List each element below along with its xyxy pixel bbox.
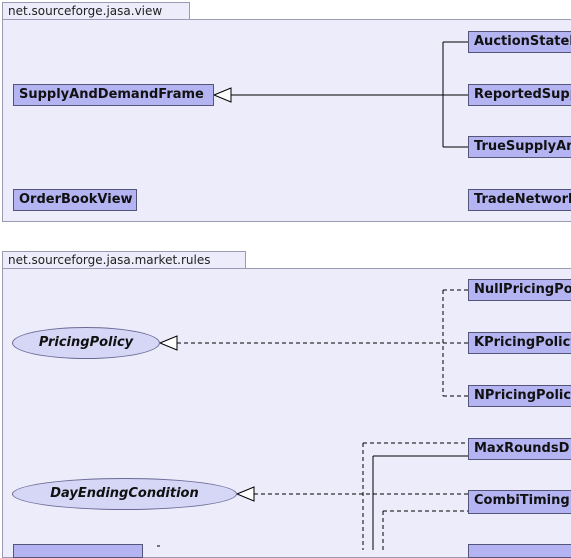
realization-edges-dayending [254, 442, 468, 550]
class-combitimingcondition[interactable]: CombiTiming [468, 490, 571, 514]
class-nullpricingpolicy[interactable]: NullPricingPol [468, 279, 571, 301]
package-tab-view[interactable]: net.sourceforge.jasa.view [2, 2, 190, 19]
realization-arrow-pricingpolicy [158, 335, 178, 351]
class-maxroundsdayending[interactable]: MaxRoundsD [468, 438, 571, 460]
class-orderbookview[interactable]: OrderBookView [13, 189, 137, 211]
class-tradenetwork[interactable]: TradeNetwork [468, 189, 571, 211]
class-truesupplyand[interactable]: TrueSupplyAn [468, 136, 571, 158]
interface-pricingpolicy[interactable]: PricingPolicy [12, 327, 160, 359]
realization-edges-pricing [177, 289, 468, 397]
realization-arrow-dayending [235, 486, 255, 502]
interface-dayendingcondition[interactable]: DayEndingCondition [12, 478, 237, 510]
class-auctionstatepanel[interactable]: AuctionStateP [468, 31, 571, 53]
class-reportedsupply[interactable]: ReportedSupp [468, 84, 571, 106]
generalization-arrow-supplydemand [212, 87, 232, 103]
class-supplyanddemandframe[interactable]: SupplyAndDemandFrame [13, 84, 214, 106]
class-partial-bottom-left[interactable] [13, 544, 143, 558]
class-npricingpolicy[interactable]: NPricingPolic [468, 385, 571, 407]
class-kpricingpolicy[interactable]: KPricingPolicy [468, 332, 571, 354]
class-partial-bottom-right[interactable] [468, 544, 571, 558]
generalization-edges-view [231, 41, 468, 148]
package-tab-market-rules[interactable]: net.sourceforge.jasa.market.rules [2, 251, 246, 268]
